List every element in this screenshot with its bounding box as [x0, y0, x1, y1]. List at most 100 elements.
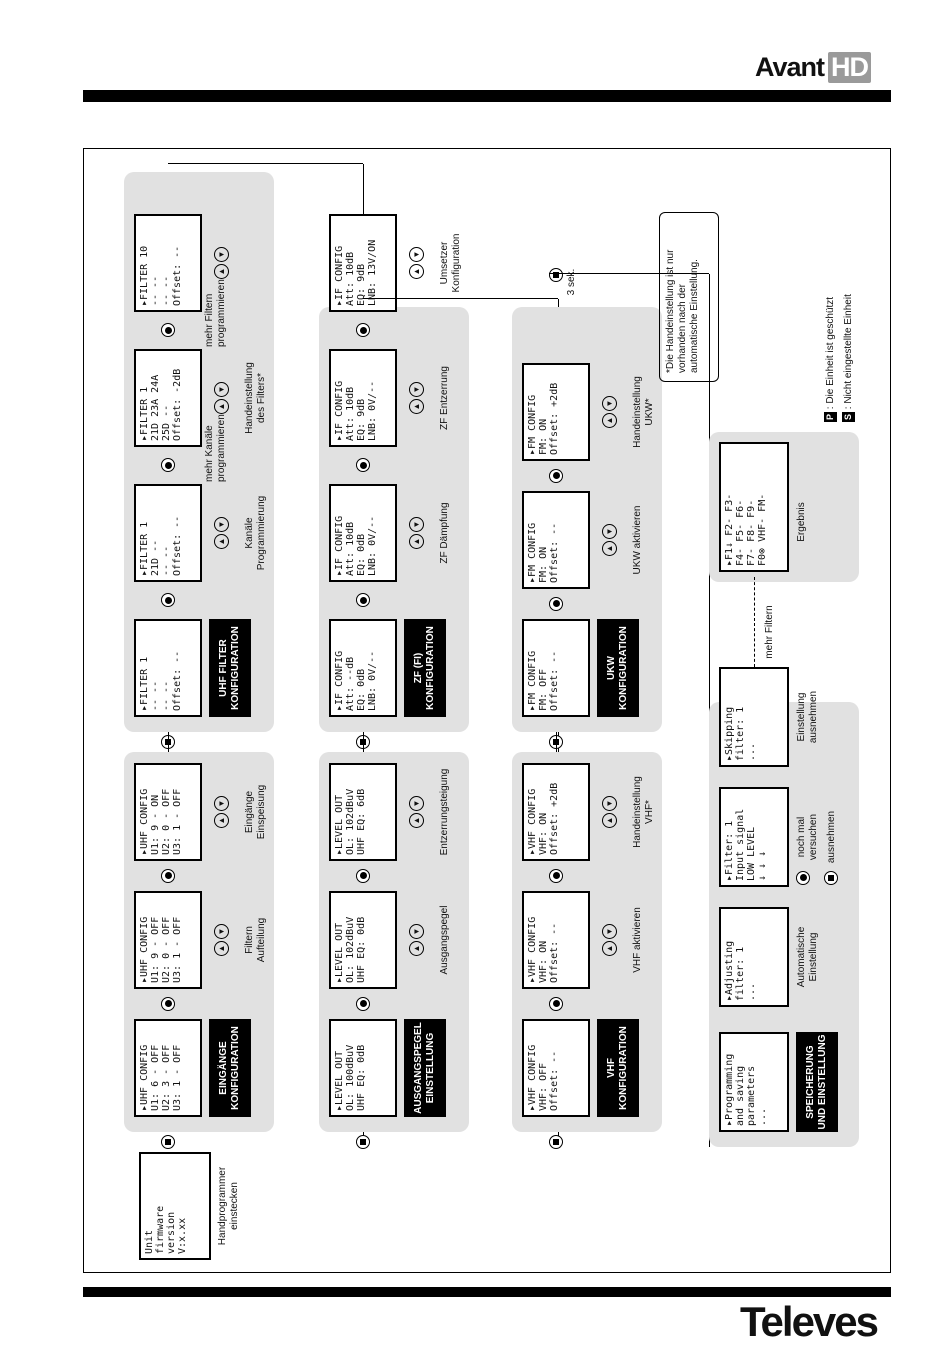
lcd-line: FM: ON [538, 418, 549, 455]
legend-key: S [842, 411, 855, 422]
section-tag: VHF KONFIGURATION [597, 1019, 639, 1117]
lcd-line: ... [746, 742, 757, 761]
lcd-line: ▸LEVEL OUT [334, 922, 345, 983]
lcd-line: LNB: 0V/-- [367, 515, 378, 576]
connector-line [363, 732, 364, 752]
down-arrow-icon[interactable]: ▼ [602, 796, 617, 811]
loop-caption: mehr Kanäle programmieren [204, 414, 227, 482]
up-arrow-icon[interactable]: ▲ [214, 399, 229, 414]
up-arrow-icon[interactable]: ▲ [602, 413, 617, 428]
enter-button-icon[interactable] [824, 871, 838, 885]
lcd-line: VHF: ON [538, 940, 549, 983]
lcd-line: ▸LEVEL OUT [334, 1050, 345, 1111]
up-arrow-icon[interactable]: ▲ [602, 813, 617, 828]
down-arrow-icon[interactable]: ▼ [602, 924, 617, 939]
up-arrow-icon[interactable]: ▲ [214, 534, 229, 549]
lcd-line: ▸Filter: 1 [724, 820, 735, 881]
lcd-line: UHF EQ: 6dB [356, 788, 367, 855]
lcd-line: FM: OFF [538, 668, 549, 711]
next-button-icon[interactable] [796, 871, 810, 885]
lcd-line: ▸FILTER 1 [139, 386, 150, 441]
up-arrow-icon[interactable]: ▲ [214, 813, 229, 828]
next-button-icon[interactable] [549, 869, 563, 883]
lcd-line: ▸Skipping [724, 706, 735, 761]
lcd-line: U2: 0 - OFF [161, 916, 172, 983]
down-arrow-icon[interactable]: ▼ [214, 247, 229, 262]
lcd-line: UHF EQ: 0dB [356, 1044, 367, 1111]
lcd-line: FM: ON [538, 546, 549, 583]
step-caption: ZF Dämpfung [439, 502, 450, 564]
next-button-icon[interactable] [549, 469, 563, 483]
lcd-line: ▸FM CONFIG [527, 522, 538, 583]
step-caption: Handeinstellung des Filters* [244, 362, 267, 434]
enter-button-icon[interactable] [356, 1135, 370, 1149]
connector-line [168, 732, 169, 752]
lcd-line: U1: 6 - OFF [150, 1044, 161, 1111]
lcd-line: -- -- [150, 680, 161, 711]
down-arrow-icon[interactable]: ▼ [409, 517, 424, 532]
next-button-icon[interactable] [356, 869, 370, 883]
down-arrow-icon[interactable]: ▼ [214, 924, 229, 939]
down-arrow-icon[interactable]: ▼ [602, 396, 617, 411]
next-button-icon[interactable] [161, 869, 175, 883]
down-arrow-icon[interactable]: ▼ [214, 796, 229, 811]
enter-button-icon[interactable] [549, 268, 563, 282]
up-arrow-icon[interactable]: ▲ [409, 941, 424, 956]
lcd-line: U1: 9 - OFF [150, 916, 161, 983]
step-caption: ZF Entzerrung [439, 366, 450, 430]
up-arrow-icon[interactable]: ▲ [409, 534, 424, 549]
next-button-icon[interactable] [549, 597, 563, 611]
up-arrow-icon[interactable]: ▲ [214, 941, 229, 956]
lcd-line: LNB: 0V/-- [367, 380, 378, 441]
retry-caption: noch mal versuchen [796, 813, 819, 861]
down-arrow-icon[interactable]: ▼ [409, 382, 424, 397]
lcd-line: ▸IF CONFIG [334, 380, 345, 441]
down-arrow-icon[interactable]: ▼ [214, 382, 229, 397]
up-arrow-icon[interactable]: ▲ [602, 941, 617, 956]
lcd-line: U3: 1 - OFF [172, 1044, 183, 1111]
brand-name: Avant [755, 52, 825, 82]
next-button-icon[interactable] [161, 997, 175, 1011]
footer-rule [83, 1287, 891, 1297]
lcd-line: Offset: -- [172, 650, 183, 711]
up-arrow-icon[interactable]: ▲ [409, 264, 424, 279]
lcd-line: filter: 1 [735, 946, 746, 1001]
next-button-icon[interactable] [356, 997, 370, 1011]
lcd-line: Unit [144, 1229, 155, 1254]
legend-text: : Die Einheit ist geschützt [825, 296, 836, 412]
step-caption: Ausgangspegel [439, 905, 450, 975]
lcd-line: U3: 1 - OFF [172, 788, 183, 855]
lcd-line: Att: 10dB [345, 251, 356, 306]
enter-button-icon[interactable] [549, 1135, 563, 1149]
enter-button-icon[interactable] [161, 1135, 175, 1149]
down-arrow-icon[interactable]: ▼ [214, 517, 229, 532]
lcd-line: OL: 102dBuV [345, 916, 356, 983]
lcd-line: U1: 9 - ON [150, 794, 161, 855]
lcd-line: ▸UHF CONFIG [139, 1044, 150, 1111]
down-arrow-icon[interactable]: ▼ [409, 796, 424, 811]
up-arrow-icon[interactable]: ▲ [409, 813, 424, 828]
section-tag: EINGÄNGE KONFIGURATION [209, 1019, 251, 1117]
step-caption: VHF aktivieren [632, 907, 643, 973]
down-arrow-icon[interactable]: ▼ [409, 924, 424, 939]
lcd-line: ▸FILTER 1 [139, 656, 150, 711]
up-arrow-icon[interactable]: ▲ [214, 264, 229, 279]
lcd-line: 25D -- [161, 404, 172, 441]
down-arrow-icon[interactable]: ▼ [409, 247, 424, 262]
up-arrow-icon[interactable]: ▲ [409, 399, 424, 414]
diagram-frame [83, 148, 891, 1273]
connector-line [168, 163, 363, 164]
lcd-line: -- -- [161, 680, 172, 711]
down-arrow-icon[interactable]: ▼ [602, 524, 617, 539]
next-button-icon[interactable] [549, 997, 563, 1011]
up-arrow-icon[interactable]: ▲ [602, 541, 617, 556]
